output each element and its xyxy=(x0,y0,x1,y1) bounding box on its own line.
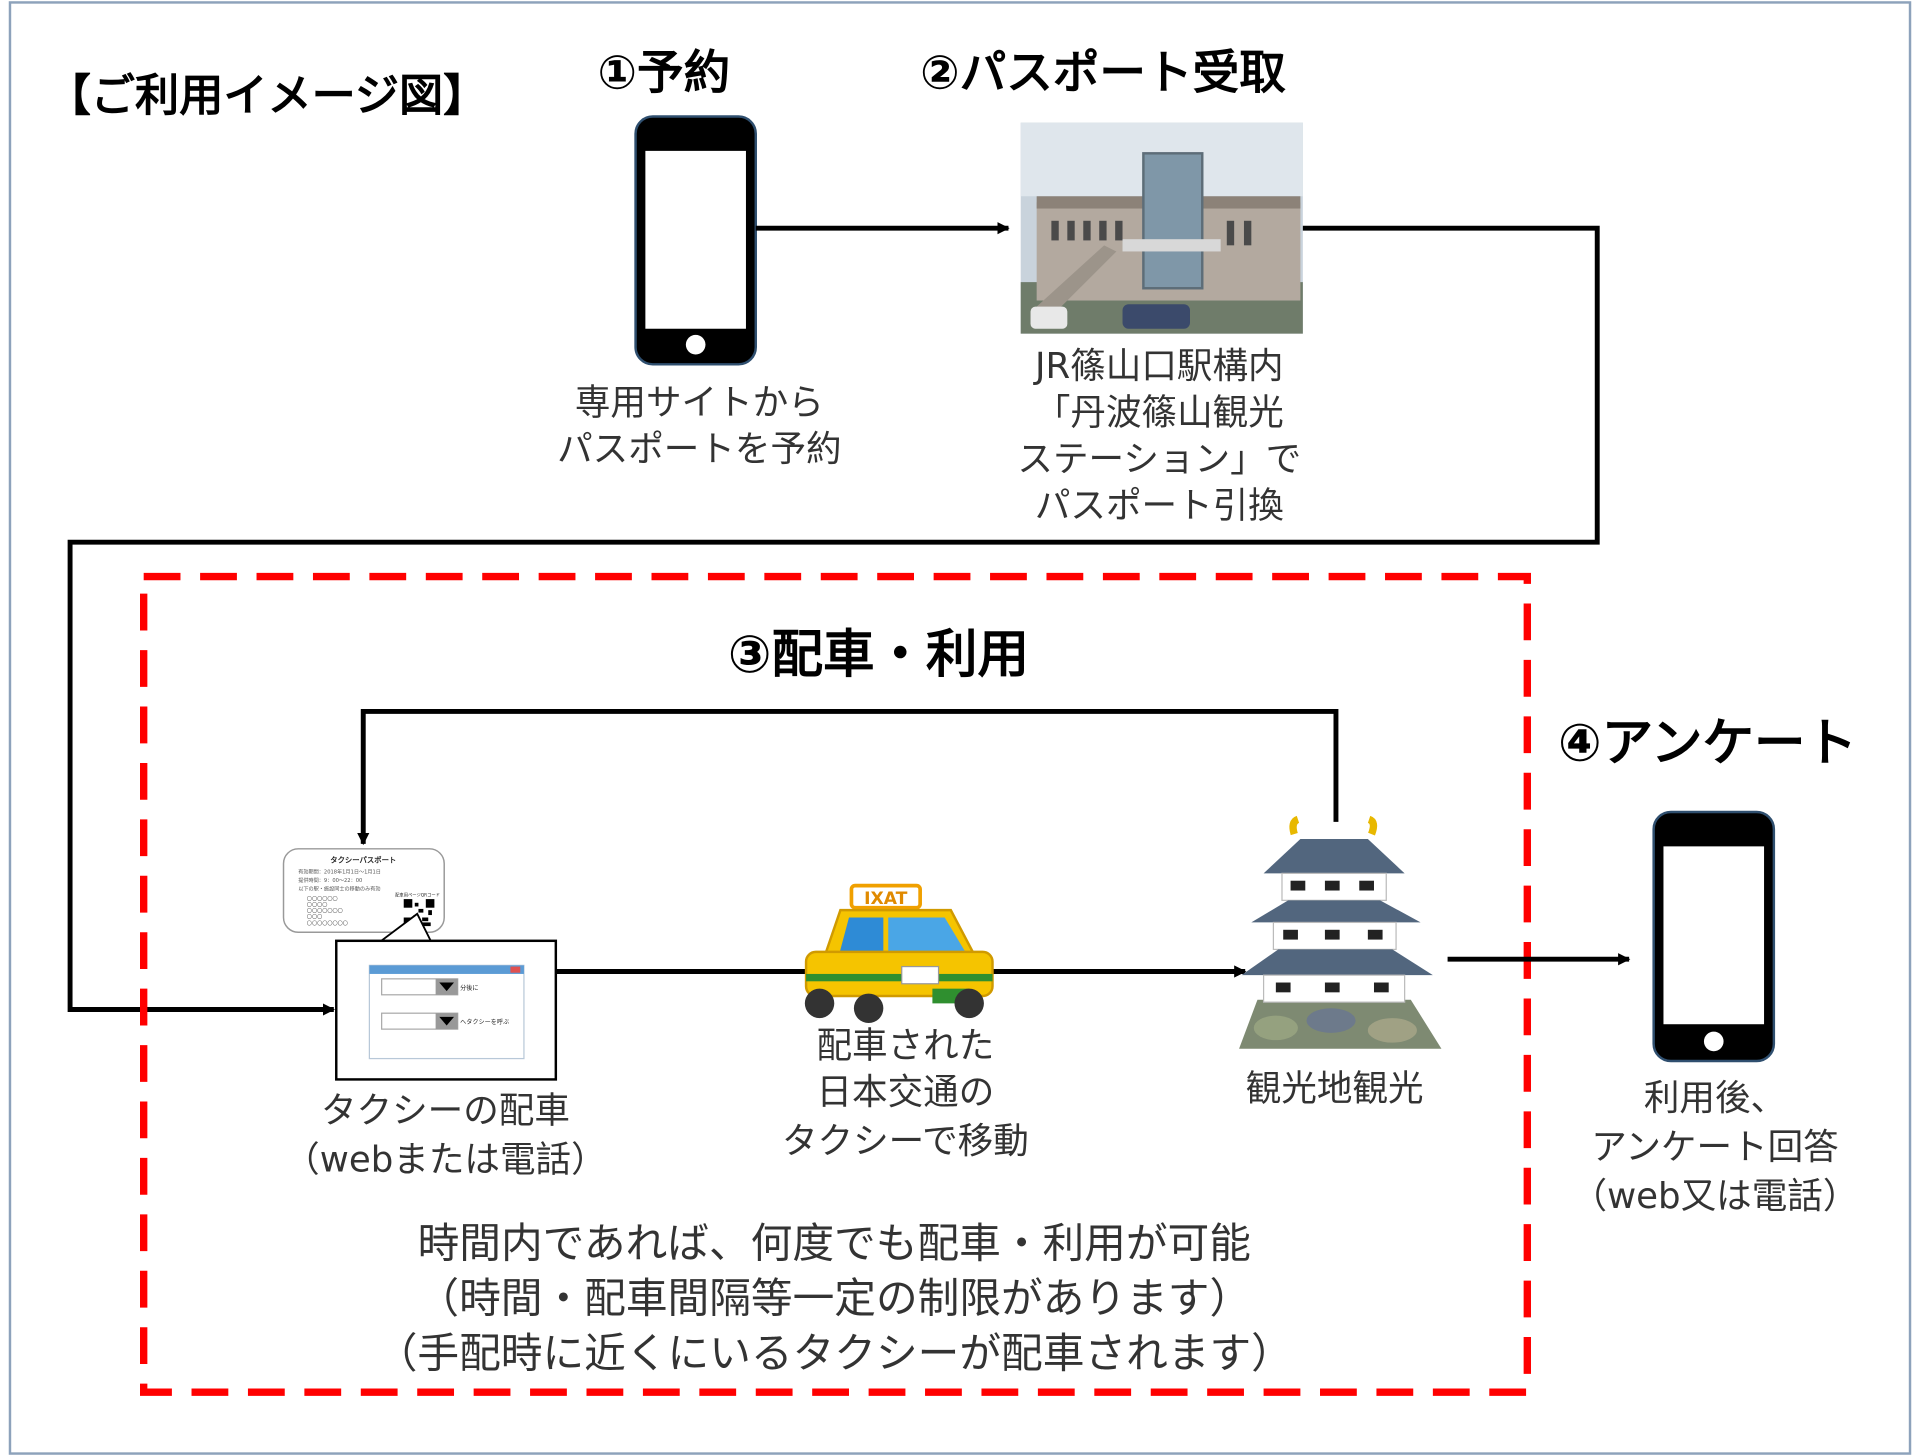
passport-line: 有効期間：2018年1月1日～1月1日 xyxy=(298,867,381,875)
step1-caption-line: 専用サイトから xyxy=(575,383,824,424)
step2-heading: ②パスポート受取 xyxy=(920,45,1286,99)
chevron-down-icon xyxy=(439,1016,455,1026)
usage-note: （手配時に近くにいるタクシーが配車されます） xyxy=(376,1329,1293,1378)
taxi-caption-line: 配車された xyxy=(817,1025,995,1066)
taxi-caption-line: タクシーで移動 xyxy=(782,1121,1029,1162)
castle-icon xyxy=(1239,815,1442,1049)
usage-note: （時間・配車間隔等一定の制限があります） xyxy=(417,1273,1251,1322)
survey-caption-line: アンケート回答 xyxy=(1591,1127,1839,1168)
row2-label: へタクシーを呼ぶ xyxy=(460,1018,509,1026)
taxi-passport-card: タクシーパスポート 有効期間：2018年1月1日～1月1日 提供時間：9：00～… xyxy=(282,848,445,945)
passport-bullet: 〇〇〇〇 xyxy=(307,901,328,908)
step2-caption-line: 「丹波篠山観光 xyxy=(1035,392,1284,433)
row1-label: 分後に xyxy=(460,984,478,992)
step2-caption-line: ステーション」で xyxy=(1017,439,1301,480)
taxi-caption-line: 日本交通の xyxy=(817,1072,995,1113)
passport-line: 提供時間：9：00～22：00 xyxy=(298,876,362,884)
taxi-sign: TAXI xyxy=(864,889,907,909)
passport-line: 以下の駅・施設同士の移動のみ有効 xyxy=(298,885,380,893)
passport-title: タクシーパスポート xyxy=(330,855,396,864)
dialog-titlebar xyxy=(369,965,524,974)
arrow-repeat-loop xyxy=(357,708,1339,846)
step1-heading: ①予約 xyxy=(598,45,731,99)
survey-caption-line: 利用後、 xyxy=(1644,1078,1786,1119)
usage-note: 時間内であれば、何度でも配車・利用が可能 xyxy=(418,1218,1251,1267)
qr-label: 配車用ページQRコード xyxy=(395,892,440,899)
close-icon xyxy=(510,966,521,973)
passport-bullet: 〇〇〇〇〇〇〇〇 xyxy=(307,920,348,927)
arrow-pickup-to-dispatch xyxy=(67,225,1600,1016)
smartphone-icon xyxy=(1652,810,1776,1063)
passport-bullet: 〇〇〇〇〇〇 xyxy=(307,895,338,902)
use-area-frame xyxy=(140,572,1531,1396)
survey-caption-line: （web又は電話） xyxy=(1572,1176,1859,1217)
step3-heading: ③配車・利用 xyxy=(728,625,1029,685)
taxi-icon: TAXI xyxy=(804,883,994,1024)
step4-heading: ④アンケート xyxy=(1558,714,1857,774)
station-photo xyxy=(1020,122,1303,334)
chevron-down-icon xyxy=(439,982,455,992)
dispatch-screen: 分後に へタクシーを呼ぶ xyxy=(335,939,558,1081)
step2-caption-line: JR篠山口駅構内 xyxy=(1033,346,1284,387)
step2-caption-line: パスポート引換 xyxy=(1035,486,1284,527)
sightseeing-caption: 観光地観光 xyxy=(1246,1068,1424,1109)
step1-caption-line: パスポートを予約 xyxy=(557,429,842,470)
smartphone-icon xyxy=(634,115,757,366)
passport-bullet: 〇〇〇 xyxy=(307,914,322,921)
dispatch-caption-line: タクシーの配車 xyxy=(321,1090,570,1131)
dispatch-caption-line: （webまたは電話） xyxy=(284,1139,606,1180)
diagram-title: 【ご利用イメージ図】 xyxy=(47,70,488,121)
outer-frame xyxy=(8,1,1912,1455)
passport-bullet: 〇〇〇〇〇〇〇 xyxy=(307,908,343,915)
